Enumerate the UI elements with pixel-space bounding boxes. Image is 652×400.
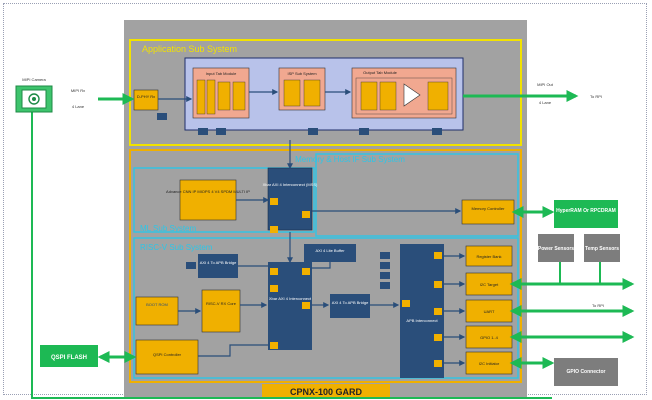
xbar-port-d: [302, 268, 310, 275]
memory-controller-label: Memory Controller: [472, 206, 506, 211]
xbar-port-b: [270, 285, 278, 292]
input-tab-sub-b: [206, 79, 216, 115]
boot-rom: [135, 296, 179, 326]
output-tab-sub-c: [427, 81, 449, 111]
memory-controller: [461, 199, 515, 225]
mipi-rx-label: MIPI Rx: [71, 88, 85, 93]
lane4-label: 4 Lane: [72, 104, 85, 109]
axi-apb-bridge-left: [198, 254, 238, 278]
mipi-camera-label: MIPI Camera: [22, 77, 46, 82]
temp-sensors-label: Temp Sensors: [585, 246, 619, 252]
peripheral-list: Register Bank I2C Target UART GPIO 1..4 …: [465, 245, 513, 375]
input-tab-sub-d: [232, 81, 246, 111]
riscv-core-label: RISC-V RX Core: [206, 301, 237, 306]
camera-icon: [15, 85, 53, 113]
riscv-core: [201, 289, 241, 333]
riscv-subsystem-title: RISC-V Sub System: [140, 243, 213, 252]
boot-rom-label: BOOT ROM: [146, 302, 168, 307]
soc-name-box: [262, 384, 390, 398]
cm-tag-output-a: [359, 128, 369, 135]
hyperram-label: HyperRAM Or RPCDRAM: [556, 208, 616, 214]
peripheral-register-bank: [465, 245, 513, 267]
mss-interconnect-label: Xbar AXI 4 Interconnect (MSS): [263, 182, 318, 187]
dphy-rx-label: D-PHY Rx: [137, 94, 155, 99]
output-tab-label: Output Tab Module: [363, 70, 398, 75]
cm-tag-isp: [308, 128, 318, 135]
cm-tag-output-b: [432, 128, 442, 135]
qspi-to-xbar-line: [198, 344, 268, 357]
apb-port-1: [434, 281, 442, 288]
xbar-port-a: [270, 268, 278, 275]
qspi-controller-label: QSPI Controller: [153, 352, 182, 357]
peripheral-register-bank-label: Register Bank: [476, 254, 501, 259]
lane4-out-label: 4 Lane: [539, 100, 552, 105]
cm-tag-apb-d: [380, 282, 390, 289]
temp-sensors-box: [584, 234, 620, 262]
cm-tag-dphy: [157, 113, 167, 120]
xbar-port-e: [302, 302, 310, 309]
app-subsystem-box: [129, 39, 522, 146]
qspi-flash-label: QSPI FLASH: [51, 355, 87, 361]
memory-subsystem-title: Memory & Host IF Sub System: [295, 155, 405, 164]
output-mux-icon: [403, 83, 421, 107]
output-tab-sub-a: [360, 81, 378, 111]
peripheral-i2c-target-label: I2C Target: [480, 282, 499, 287]
memory-subsystem-box: [315, 153, 519, 237]
cnn-engine-block: [179, 179, 237, 221]
isp-sub-b: [303, 79, 321, 107]
axi-apb-mid-label: AXI 4 To APB Bridge: [332, 300, 369, 305]
camera-i2c-loop: [31, 110, 552, 399]
mss-port-b: [270, 226, 278, 233]
power-sensors-box: [538, 234, 574, 262]
cm-tag-apb-b: [380, 262, 390, 269]
input-tab-sub-c: [217, 81, 231, 111]
axi-apb-left-label: AXI 4 To APB Bridge: [200, 260, 237, 265]
input-tab-label: Input Tab Module: [206, 71, 237, 76]
cm-tag-input-b: [216, 128, 226, 135]
mipi-out-label: MIPI Out: [537, 82, 554, 87]
peripheral-gpio-label: GPIO 1..4: [480, 335, 499, 340]
cm-tag-riscv: [186, 262, 196, 269]
isp-sub-a: [283, 79, 301, 107]
apb-port-3: [434, 334, 442, 341]
hyperram-box: [554, 200, 618, 228]
cm-tag-apb-c: [380, 272, 390, 279]
output-tab-sub-b: [379, 81, 397, 111]
apb-port-2: [434, 308, 442, 315]
soc-name: CPNX-100 GARD: [290, 387, 363, 397]
apb-port-in: [402, 300, 410, 307]
cm-tag-input-a: [198, 128, 208, 135]
isp-label: ISP Sub System: [287, 71, 317, 76]
to-rpi-top-label: To RPI: [590, 94, 602, 99]
mss-port-a: [270, 198, 278, 205]
gpio-connector-label: GPIO Connector: [567, 369, 606, 375]
mss-port-c: [302, 211, 310, 218]
dphy-rx-block: [133, 89, 159, 111]
power-sensors-label: Power Sensors: [538, 246, 574, 252]
ml-subsystem-title: ML Sub System: [140, 224, 197, 233]
qspi-flash-box: [40, 345, 98, 367]
axi-apb-bridge-mid: [330, 294, 370, 318]
to-rpi-mid-label: To RPI: [592, 303, 604, 308]
peripheral-uart-label: UART: [484, 309, 495, 314]
qspi-controller: [135, 339, 199, 375]
input-tab-sub-a: [196, 79, 206, 115]
apb-port-4: [434, 360, 442, 367]
lower-subsystems-box: [129, 149, 522, 383]
apb-port-0: [434, 252, 442, 259]
riscv-xbar-label: Xbar AXI 4 Interconnect: [269, 296, 312, 301]
app-subsystem-title: Application Sub System: [142, 44, 237, 54]
ml-subsystem-box: [133, 167, 315, 233]
xbar-port-c: [270, 342, 278, 349]
cnn-engine-label: Advance CNN IP MIOPS 4 V4 SPDM MULTI IP: [166, 189, 250, 194]
xbar-to-lite-buffer: [312, 262, 331, 269]
peripheral-i2c-initiator-label: I2C Initiator: [479, 361, 500, 366]
gpio-connector-box: [554, 358, 618, 386]
apb-interconnect-label: APB Interconnect: [406, 318, 438, 323]
cm-tag-apb-a: [380, 252, 390, 259]
axi-lite-buffer-label: AXI 4 Lite Buffer: [315, 248, 345, 253]
axi-lite-buffer: [304, 244, 356, 262]
